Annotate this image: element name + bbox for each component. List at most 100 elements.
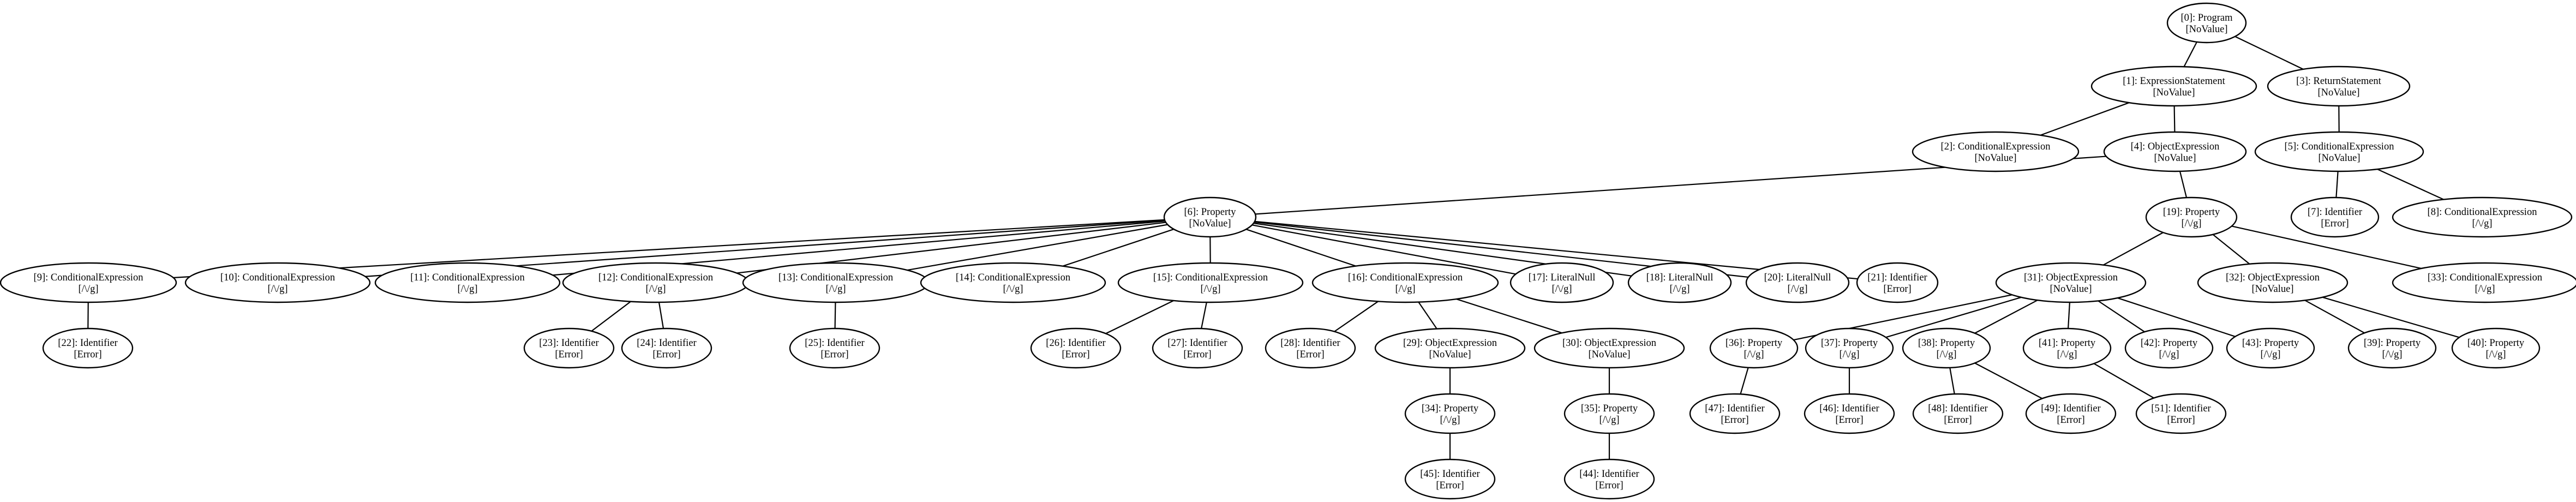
tree-node-n13: [13]: ConditionalExpression[/\/g] <box>742 262 930 303</box>
tree-edge <box>1974 300 2038 334</box>
node-label: [6]: Property <box>1184 207 1236 218</box>
node-ellipse <box>1163 196 1257 238</box>
node-ellipse <box>2022 327 2112 369</box>
node-value: [/\/g] <box>2159 349 2179 360</box>
node-value: [NoValue] <box>2317 87 2359 98</box>
tree-edge <box>2103 232 2164 266</box>
node-value: [Error] <box>2057 415 2084 426</box>
node-ellipse <box>1856 262 1939 303</box>
node-value: [Error] <box>1436 480 1464 491</box>
node-label: [16]: ConditionalExpression <box>1348 272 1463 283</box>
tree-node-n19: [19]: Property[/\/g] <box>2145 196 2238 238</box>
tree-node-n15: [15]: ConditionalExpression[/\/g] <box>1117 262 1304 303</box>
node-value: [/\/g] <box>1552 284 1572 295</box>
node-label: [45]: Identifier <box>1420 469 1479 480</box>
node-value: [NoValue] <box>1974 153 2016 164</box>
node-ellipse <box>1030 327 1122 369</box>
tree-edge <box>1418 302 1437 330</box>
node-value: [/\/g] <box>458 284 478 295</box>
node-ellipse <box>523 327 615 369</box>
node-label: [11]: ConditionalExpression <box>410 272 524 283</box>
node-ellipse <box>2135 393 2227 434</box>
tree-node-n35: [35]: Property[/\/g] <box>1563 393 1655 434</box>
tree-node-n40: [40]: Property[/\/g] <box>2451 327 2541 369</box>
node-label: [32]: ObjectExpression <box>2226 272 2320 283</box>
node-value: [/\/g] <box>2261 349 2281 360</box>
node-label: [20]: LiteralNull <box>1764 272 1831 283</box>
tree-node-n25: [25]: Identifier[Error] <box>789 327 880 369</box>
tree-edge <box>1740 367 1749 395</box>
node-label: [14]: ConditionalExpression <box>956 272 1070 283</box>
tree-node-n20: [20]: LiteralNull[/\/g] <box>1745 262 1850 303</box>
node-label: [22]: Identifier <box>58 338 117 349</box>
tree-edge <box>1974 362 2042 399</box>
node-value: [/\/g] <box>79 284 99 295</box>
tree-node-n31: [31]: ObjectExpression[NoValue] <box>1995 262 2147 303</box>
node-label: [30]: ObjectExpression <box>1562 338 1656 349</box>
tree-node-n2: [2]: ConditionalExpression[NoValue] <box>1912 131 2080 172</box>
tree-edge <box>2068 302 2070 329</box>
tree-node-n11: [11]: ConditionalExpression[/\/g] <box>374 262 561 303</box>
tree-node-n26: [26]: Identifier[Error] <box>1030 327 1122 369</box>
tree-edge <box>1201 302 1207 329</box>
node-ellipse <box>2392 262 2576 303</box>
node-value: [NoValue] <box>2153 87 2195 98</box>
tree-node-n46: [46]: Identifier[Error] <box>1804 393 1895 434</box>
node-value: [/\/g] <box>2486 349 2506 360</box>
tree-node-n51: [51]: Identifier[Error] <box>2135 393 2227 434</box>
node-ellipse <box>1995 262 2147 303</box>
node-value: [Error] <box>1183 349 1211 360</box>
tree-node-n33: [33]: ConditionalExpression[/\/g] <box>2392 262 2576 303</box>
node-label: [31]: ObjectExpression <box>2024 272 2118 283</box>
node-ellipse <box>1563 458 1655 500</box>
node-ellipse <box>2197 262 2349 303</box>
tree-node-n7: [7]: Identifier[Error] <box>2290 196 2380 238</box>
tree-node-n34: [34]: Property[/\/g] <box>1404 393 1496 434</box>
node-label: [25]: Identifier <box>805 338 864 349</box>
node-label: [24]: Identifier <box>637 338 696 349</box>
tree-edge <box>591 301 631 332</box>
node-value: [/\/g] <box>2472 218 2493 229</box>
node-label: [2]: ConditionalExpression <box>1941 141 2051 152</box>
tree-node-n42: [42]: Property[/\/g] <box>2124 327 2214 369</box>
node-value: [Error] <box>1062 349 1089 360</box>
node-value: [Error] <box>2321 218 2349 229</box>
node-ellipse <box>1152 327 1243 369</box>
node-label: [0]: Program <box>2180 13 2233 23</box>
node-label: [48]: Identifier <box>1928 403 1987 414</box>
tree-node-n49: [49]: Identifier[Error] <box>2025 393 2117 434</box>
tree-edge <box>834 302 836 329</box>
tree-node-n12: [12]: ConditionalExpression[/\/g] <box>562 262 750 303</box>
tree-edge <box>2231 225 2422 270</box>
node-ellipse <box>42 327 134 369</box>
node-value: [/\/g] <box>2475 284 2495 295</box>
tree-node-n37: [37]: Property[/\/g] <box>1805 327 1894 369</box>
node-label: [33]: ConditionalExpression <box>2428 272 2542 283</box>
node-ellipse <box>2392 196 2573 238</box>
node-value: [/\/g] <box>1003 284 1023 295</box>
node-ellipse <box>2124 327 2214 369</box>
tree-edge <box>2117 297 2236 337</box>
node-value: [Error] <box>2167 415 2195 426</box>
node-ellipse <box>621 327 712 369</box>
node-value: [Error] <box>1835 415 1863 426</box>
node-label: [12]: ConditionalExpression <box>598 272 713 283</box>
node-value: [/\/g] <box>646 284 666 295</box>
node-value: [/\/g] <box>2182 218 2202 229</box>
tree-node-n24: [24]: Identifier[Error] <box>621 327 712 369</box>
tree-node-n32: [32]: ObjectExpression[NoValue] <box>2197 262 2349 303</box>
node-value: [/\/g] <box>268 284 288 295</box>
node-ellipse <box>374 262 561 303</box>
tree-node-n8: [8]: ConditionalExpression[/\/g] <box>2392 196 2573 238</box>
node-value: [Error] <box>652 349 680 360</box>
node-ellipse <box>920 262 1106 303</box>
node-label: [34]: Property <box>1422 403 1479 414</box>
tree-node-n14: [14]: ConditionalExpression[/\/g] <box>920 262 1106 303</box>
tree-edge <box>1254 220 1858 280</box>
node-value: [/\/g] <box>1788 284 1808 295</box>
node-value: [NoValue] <box>1429 349 1471 360</box>
node-label: [3]: ReturnStatement <box>2296 76 2382 87</box>
node-ellipse <box>2267 65 2411 107</box>
tree-node-n4: [4]: ObjectExpression[NoValue] <box>2103 131 2247 172</box>
